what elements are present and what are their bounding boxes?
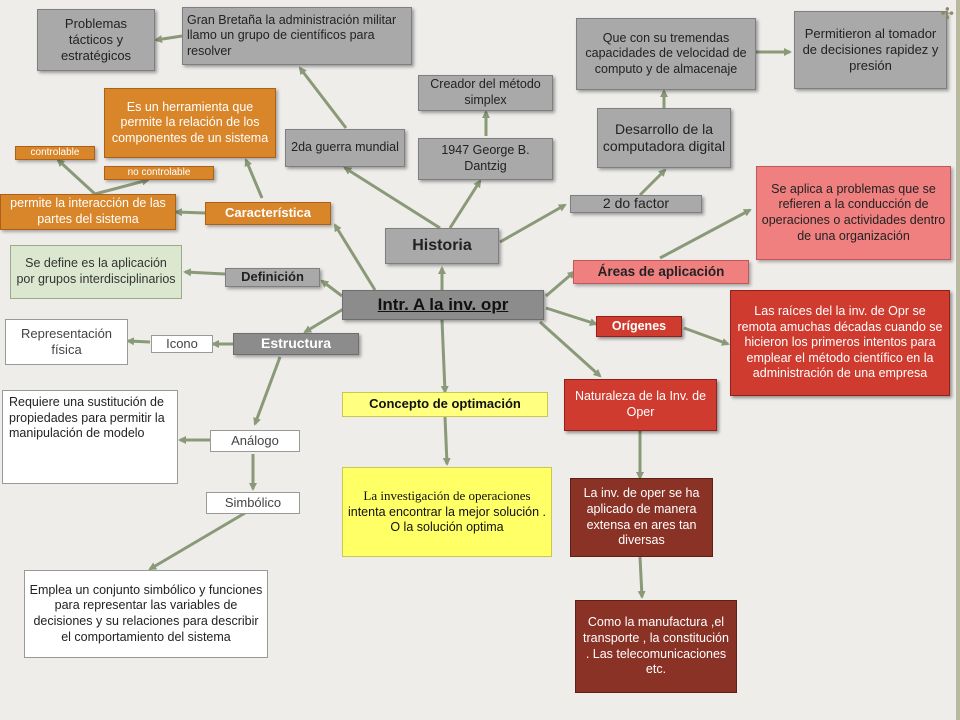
edge-factor-desarrollo [638, 168, 667, 197]
node-dantzig: 1947 George B. Dantzig [418, 138, 553, 180]
node-aplica: Se aplica a problemas que se refieren a … [756, 166, 951, 260]
edge-extensa-manufactura [637, 556, 646, 599]
node-emplea: Emplea un conjunto simbólico y funciones… [24, 570, 268, 658]
investigacion-text: La investigación de operaciones intenta … [347, 488, 547, 536]
node-estructura: Estructura [233, 333, 359, 355]
main-label: Intr. A la inv. opr [377, 295, 509, 315]
edge-simbolico-emplea [148, 511, 246, 571]
edge-interaccion-controlable [56, 158, 97, 196]
node-extensa: La inv. de oper se ha aplicado de manera… [570, 478, 713, 557]
node-define: Se define es la aplicación por grupos in… [10, 245, 182, 299]
node-permitieron: Permitieron al tomador de decisiones rap… [794, 11, 947, 89]
edge-main-estructura [303, 306, 346, 334]
node-controlable: controlable [15, 146, 95, 160]
edge-caracteristica-herramienta [244, 158, 264, 199]
edge-main-caracteristica [333, 223, 377, 291]
node-definicion: Definición [225, 268, 320, 287]
edge-historia-factor [499, 203, 567, 244]
node-areas: Áreas de aplicación [573, 260, 749, 284]
node-analogo: Análogo [210, 430, 300, 452]
node-main[interactable]: Intr. A la inv. opr [342, 290, 544, 320]
node-capacidades: Que con su tremendas capacidades de velo… [576, 18, 756, 90]
node-simbolico: Simbólico [206, 492, 300, 514]
node-investigacion: La investigación de operaciones intenta … [342, 467, 552, 557]
edge-areas-aplica [659, 208, 752, 260]
edge-main-origenes [545, 306, 598, 326]
edge-main-naturaleza [538, 320, 602, 378]
node-herramienta: Es un herramienta que permite la relació… [104, 88, 276, 158]
edge-interaccion-nocontrolable [94, 177, 150, 196]
edge-historia-guerra [343, 166, 441, 230]
edge-granbretana-problemas [154, 34, 183, 44]
node-raices: Las raíces del la inv. de Opr se remota … [730, 290, 950, 396]
node-guerra: 2da guerra mundial [285, 129, 405, 167]
edge-main-definicion [320, 279, 343, 298]
edge-guerra-granbretana [298, 66, 348, 129]
node-interaccion: permite la interacción de las partes del… [0, 194, 176, 230]
edge-definicion-define [183, 268, 226, 277]
side-stripe [956, 0, 960, 720]
node-concepto: Concepto de optimación [342, 392, 548, 417]
edge-historia-dantzig [448, 179, 482, 229]
node-desarrollo: Desarrollo de la computadora digital [597, 108, 731, 168]
investigacion-rest: intenta encontrar la mejor solución . O … [347, 504, 547, 535]
edge-main-concepto [440, 319, 449, 394]
edge-origenes-raices [683, 326, 730, 346]
node-naturaleza: Naturaleza de la Inv. de Oper [564, 379, 717, 431]
node-historia: Historia [385, 228, 499, 264]
decorative-star-icon: ✣ [940, 6, 954, 23]
node-creador: Creador del método simplex [418, 75, 553, 111]
node-factor: 2 do factor [570, 195, 702, 213]
edge-caracteristica-interaccion [174, 208, 206, 217]
node-manufactura: Como la manufactura ,el transporte , la … [575, 600, 737, 693]
edge-concepto-investigacion [442, 416, 451, 466]
investigacion-serif: La investigación de operaciones [363, 488, 531, 504]
node-gran-bretana: Gran Bretaña la administración militar l… [182, 7, 412, 65]
node-requiere: Requiere una sustitución de propiedades … [2, 390, 178, 484]
node-icono: Icono [151, 335, 213, 353]
edge-estructura-analogo [253, 356, 282, 426]
node-origenes: Orígenes [596, 316, 682, 337]
node-no-controlable: no controlable [104, 166, 214, 180]
edge-icono-representacion [126, 337, 151, 346]
node-representacion: Representación física [5, 319, 128, 365]
node-problemas: Problemas tácticos y estratégicos [37, 9, 155, 71]
node-caracteristica: Característica [205, 202, 331, 225]
edge-main-areas [545, 270, 576, 298]
